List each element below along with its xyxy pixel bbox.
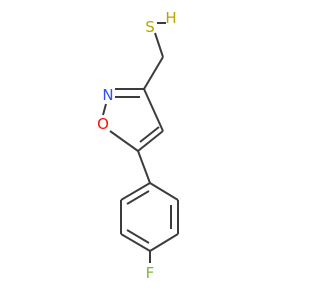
bond-ring-6 [120, 182, 151, 201]
bond-c5-c4-double-inner [139, 126, 160, 143]
bond-c5-c4-double [137, 130, 164, 152]
bond-c5-aryl [137, 150, 151, 184]
bond-ring-inner-2 [126, 229, 150, 244]
fluorine-label: F [146, 264, 155, 282]
oxygen-label: O [97, 115, 109, 133]
structure-diagram: H S N O F [97, 9, 179, 282]
bond-ring-1 [149, 182, 179, 201]
bond-o-c5 [109, 130, 139, 152]
bond-ring-3 [149, 233, 179, 252]
bond-ch2-s [154, 32, 164, 58]
bond-c4-c3 [143, 88, 164, 132]
bond-n-o [102, 103, 107, 116]
nitrogen-label: N [102, 86, 113, 104]
hydrogen-label: H [165, 9, 176, 27]
bond-ring-4 [120, 233, 151, 252]
sulfur-label: S [145, 18, 155, 36]
bond-c3-ch2 [143, 56, 164, 90]
bond-ring-inner-3 [126, 190, 150, 205]
